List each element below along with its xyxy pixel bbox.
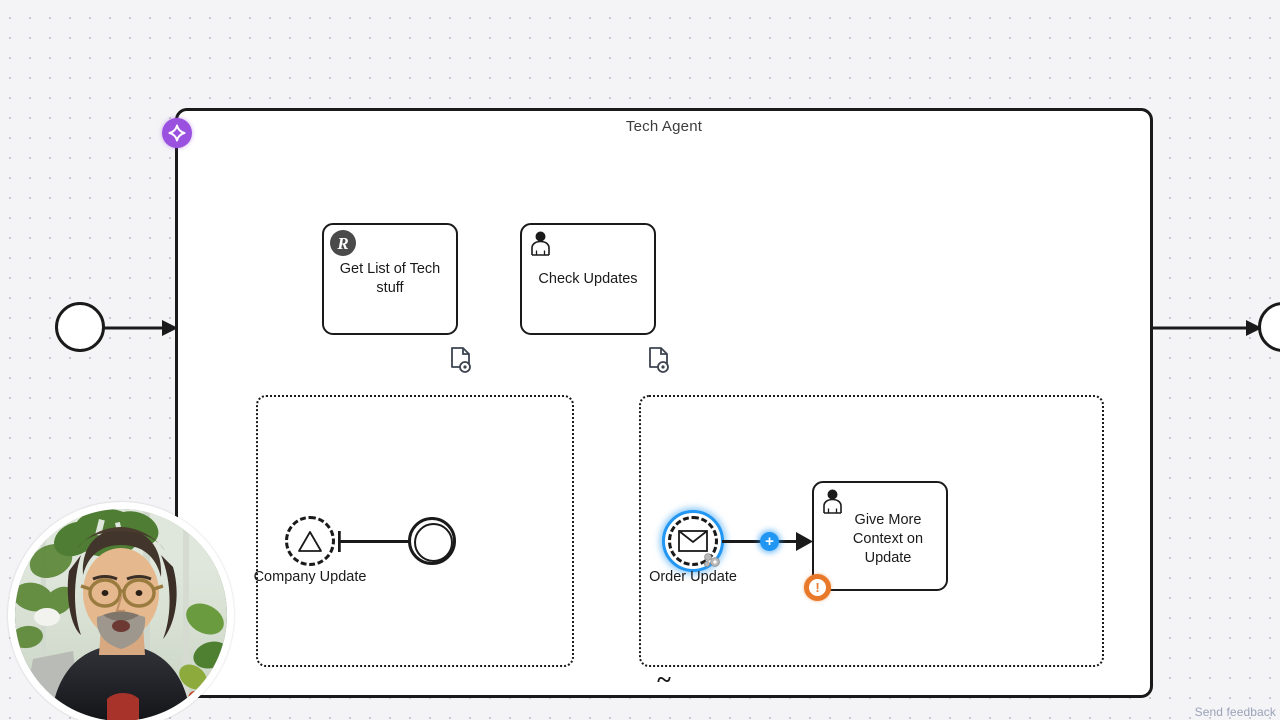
diamond-badge-icon[interactable] — [162, 118, 192, 148]
task-check-updates[interactable]: Check Updates — [520, 223, 656, 335]
message-envelope-icon — [678, 530, 708, 552]
subprocess-company-update[interactable]: Company Update — [254, 395, 574, 667]
task-label: Give More Context on Update — [852, 511, 924, 566]
send-feedback-link[interactable]: Send feedback — [1194, 705, 1276, 719]
process-start-event[interactable] — [55, 302, 105, 352]
pool-title: Tech Agent — [625, 118, 703, 135]
task-label: Check Updates — [538, 270, 638, 287]
process-continue-event[interactable] — [1258, 302, 1280, 352]
task-label: Get List of Tech stuff — [339, 261, 441, 296]
webcam-video-frame — [15, 509, 227, 720]
rpa-robot-icon: R — [330, 230, 356, 256]
rpa-icon-letter: R — [330, 230, 356, 256]
escalation-triangle-icon — [298, 530, 322, 552]
task-get-list-of-tech-stuff[interactable]: R Get List of Tech stuff — [322, 223, 458, 335]
pool-tech-agent[interactable]: Tech Agent R Get List of Tech stuff Chec… — [162, 108, 1153, 698]
document-preview-icon[interactable] — [648, 347, 670, 373]
user-task-icon — [820, 488, 846, 514]
gear-cursor-icon — [704, 553, 720, 567]
start-event-order-update[interactable] — [668, 516, 718, 566]
status-badge-warning[interactable]: ! — [804, 574, 831, 601]
subprocess-order-update[interactable]: Order Update + Give More Context on Upda… — [639, 395, 1104, 667]
task-give-more-context-on-update[interactable]: Give More Context on Update — [812, 481, 948, 591]
document-preview-icon[interactable] — [450, 347, 472, 373]
add-element-button[interactable]: + — [760, 532, 779, 551]
end-event-company-update[interactable] — [408, 517, 456, 565]
connector-order-update-to-task — [722, 532, 813, 551]
start-event-label: Company Update — [253, 569, 367, 585]
connector-pool-to-end — [1152, 320, 1262, 336]
start-event-company-update[interactable] — [285, 516, 335, 566]
user-task-icon — [528, 230, 554, 256]
start-event-label: Order Update — [649, 569, 737, 585]
diamond-glyph — [168, 124, 186, 142]
connector-start-to-pool — [104, 320, 178, 336]
webcam-overlay[interactable] — [8, 502, 234, 720]
adhoc-subprocess-marker: ~ — [657, 665, 671, 694]
